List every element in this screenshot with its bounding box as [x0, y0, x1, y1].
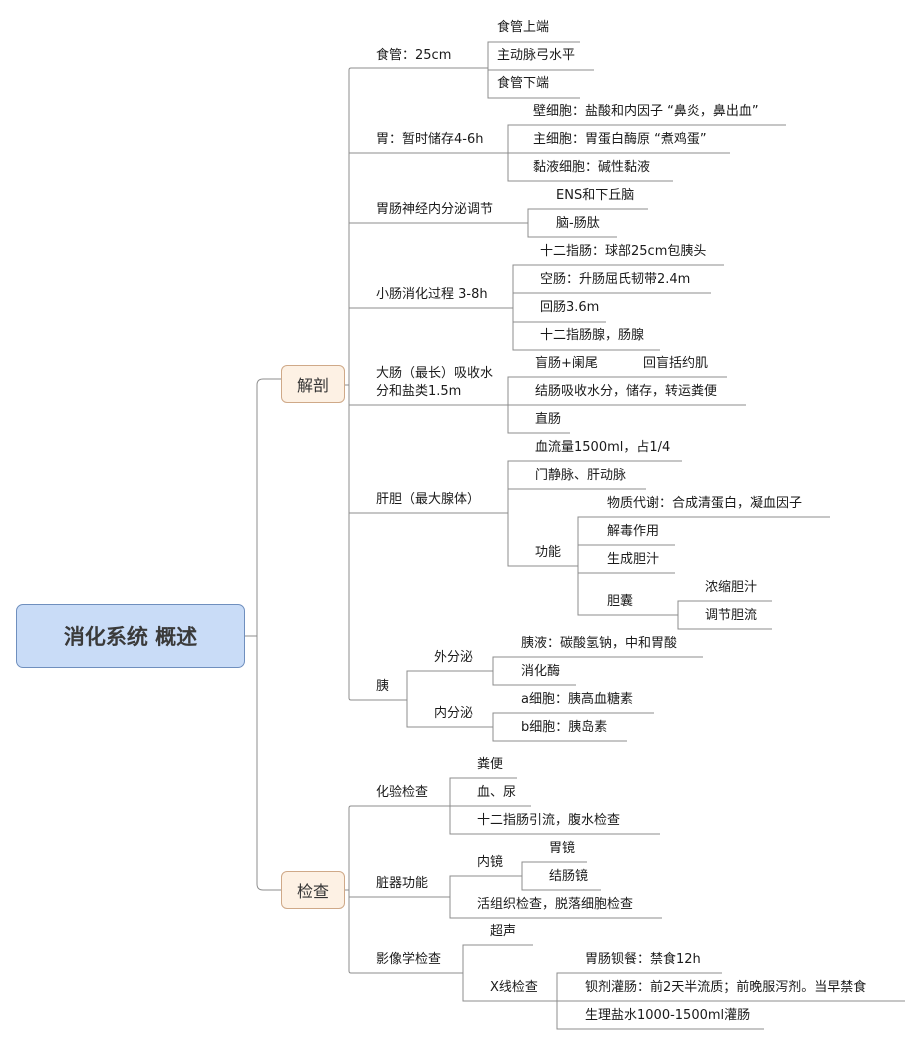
subtopic[interactable]: 解毒作用: [607, 524, 660, 539]
subtopic[interactable]: 浓缩胆汁: [705, 580, 758, 595]
topic-esophagus[interactable]: 食管：25cm: [376, 48, 452, 63]
topic-pancreas[interactable]: 胰: [376, 679, 390, 694]
topic-stomach[interactable]: 胃：暂时储存4-6h: [376, 132, 484, 147]
topic-endoscopy[interactable]: 内镜: [477, 855, 504, 870]
subtopic[interactable]: 活组织检查，脱落细胞检查: [477, 897, 634, 912]
subtopic[interactable]: 生理盐水1000-1500ml灌肠: [585, 1008, 751, 1023]
subtopic[interactable]: 食管上端: [497, 20, 550, 35]
subtopic[interactable]: 超声: [490, 924, 517, 939]
subtopic[interactable]: 主动脉弓水平: [497, 48, 576, 63]
topic-organ-function[interactable]: 脏器功能: [376, 876, 429, 891]
subtopic[interactable]: a细胞：胰高血糖素: [521, 692, 633, 707]
topic-small-intestine[interactable]: 小肠消化过程 3-8h: [376, 287, 488, 302]
subtopic[interactable]: 食管下端: [497, 76, 550, 91]
topic-gallbladder[interactable]: 胆囊: [607, 594, 634, 609]
subtopic[interactable]: 血流量1500ml，占1/4: [535, 440, 671, 455]
topic-xray[interactable]: X线检查: [490, 980, 538, 995]
topic-neuroendocrine[interactable]: 胃肠神经内分泌调节: [376, 202, 494, 217]
subtopic[interactable]: 脑-肠肽: [556, 216, 600, 231]
topic-liver[interactable]: 肝胆（最大腺体）: [376, 492, 481, 507]
topic-exocrine[interactable]: 外分泌: [434, 650, 474, 665]
topic-liver-function[interactable]: 功能: [535, 545, 562, 560]
subtopic[interactable]: 主细胞：胃蛋白酶原 “煮鸡蛋”: [533, 132, 707, 147]
subtopic[interactable]: 结肠吸收水分，储存，转运粪便: [535, 384, 718, 399]
subtopic[interactable]: 血、尿: [477, 785, 517, 800]
subtopic[interactable]: 消化酶: [521, 664, 561, 679]
subtopic[interactable]: 门静脉、肝动脉: [535, 468, 627, 483]
subtopic[interactable]: 结肠镜: [549, 869, 589, 884]
root-topic[interactable]: 消化系统 概述: [16, 604, 245, 668]
subtopic[interactable]: 生成胆汁: [607, 552, 660, 567]
subtopic[interactable]: 胃镜: [549, 841, 576, 856]
topic-lab-tests[interactable]: 化验检查: [376, 785, 429, 800]
subtopic[interactable]: ENS和下丘脑: [556, 188, 635, 203]
subtopic[interactable]: 盲肠+阑尾: [535, 356, 598, 371]
topic-imaging[interactable]: 影像学检查: [376, 952, 442, 967]
subtopic[interactable]: 胰液：碳酸氢钠，中和胃酸: [521, 636, 678, 651]
subtopic[interactable]: 十二指肠引流，腹水检查: [477, 813, 621, 828]
subtopic[interactable]: 直肠: [535, 412, 562, 427]
topic-exam[interactable]: 检查: [281, 871, 345, 909]
subtopic[interactable]: 黏液细胞：碱性黏液: [533, 160, 651, 175]
subtopic[interactable]: 回盲括约肌: [643, 356, 709, 371]
topic-anatomy[interactable]: 解剖: [281, 365, 345, 403]
subtopic[interactable]: 钡剂灌肠：前2天半流质；前晚服泻剂。当早禁食: [585, 980, 867, 995]
subtopic[interactable]: 物质代谢：合成清蛋白，凝血因子: [607, 496, 803, 511]
topic-endocrine[interactable]: 内分泌: [434, 706, 474, 721]
topic-large-intestine[interactable]: 大肠（最长）吸收水 分和盐类1.5m: [376, 366, 494, 399]
subtopic[interactable]: 十二指肠腺，肠腺: [540, 328, 645, 343]
subtopic[interactable]: 胃肠钡餐：禁食12h: [585, 952, 701, 967]
subtopic[interactable]: 回肠3.6m: [540, 300, 600, 315]
subtopic[interactable]: 壁细胞：盐酸和内因子 “鼻炎，鼻出血”: [533, 104, 759, 119]
subtopic[interactable]: 调节胆流: [705, 608, 758, 623]
subtopic[interactable]: 十二指肠：球部25cm包胰头: [540, 244, 707, 259]
subtopic[interactable]: 粪便: [477, 757, 504, 772]
subtopic[interactable]: 空肠：升肠屈氏韧带2.4m: [540, 272, 691, 287]
subtopic[interactable]: b细胞：胰岛素: [521, 720, 608, 735]
